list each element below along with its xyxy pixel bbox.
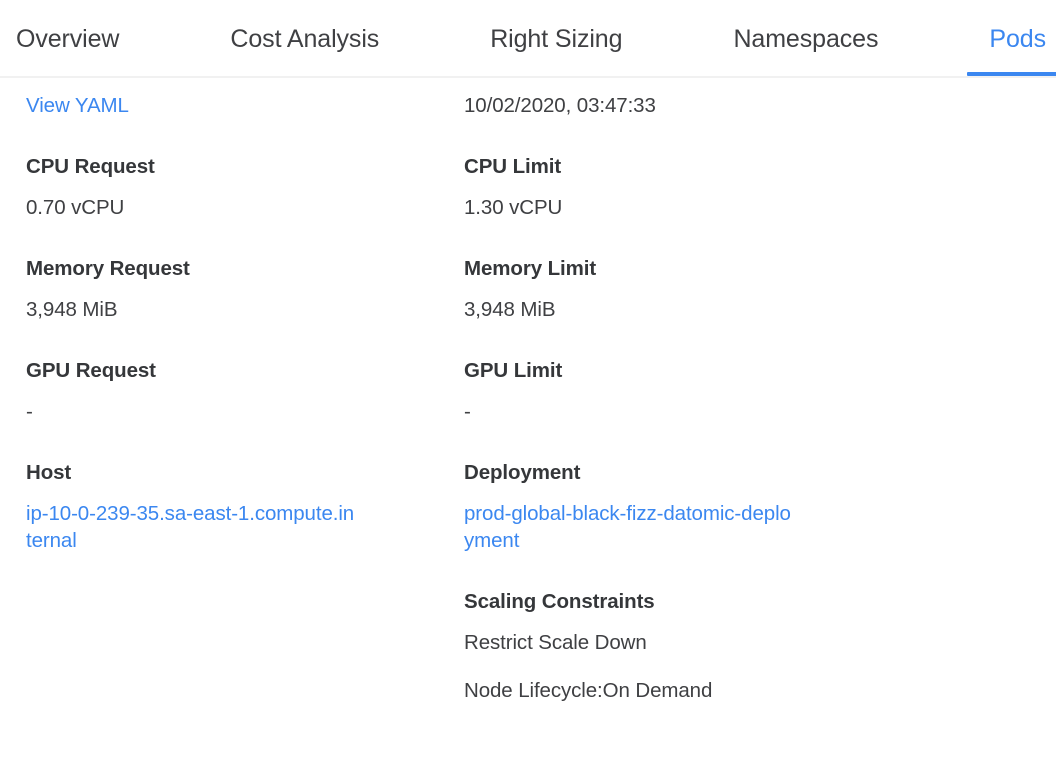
memory-limit-value: 3,948 MiB [464, 298, 556, 321]
scaling-constraints-label: Scaling Constraints [464, 590, 655, 613]
field-view-yaml: View YAML [26, 92, 454, 119]
deployment-label: Deployment [464, 461, 581, 484]
tab-list: Overview Cost Analysis Right Sizing Name… [0, 0, 1056, 78]
field-cpu-request: CPU Request 0.70 vCPU [26, 154, 454, 221]
tab-overview[interactable]: Overview [16, 0, 119, 78]
field-memory-request: Memory Request 3,948 MiB [26, 256, 454, 323]
top-spacer [464, 78, 892, 92]
tab-pods-label: Pods [989, 24, 1046, 53]
tab-bar: Overview Cost Analysis Right Sizing Name… [0, 0, 1056, 78]
tab-right-sizing-label: Right Sizing [490, 24, 623, 53]
detail-column-left: View YAML CPU Request 0.70 vCPU Memory R… [16, 78, 454, 704]
field-host: Host ip-10-0-239-35.sa-east-1.compute.in… [26, 460, 454, 554]
field-cpu-limit: CPU Limit 1.30 vCPU [464, 154, 892, 221]
detail-column-right: 10/02/2020, 03:47:33 CPU Limit 1.30 vCPU… [454, 78, 892, 704]
tab-active-underline [967, 72, 1056, 76]
cpu-request-label: CPU Request [26, 155, 155, 178]
cpu-request-value: 0.70 vCPU [26, 196, 125, 219]
memory-request-label: Memory Request [26, 257, 190, 280]
tab-namespaces-label: Namespaces [733, 24, 879, 53]
view-yaml-link[interactable]: View YAML [26, 94, 129, 117]
host-label: Host [26, 461, 72, 484]
scaling-constraint-item: Restrict Scale Down [464, 631, 647, 654]
tab-cost-analysis[interactable]: Cost Analysis [230, 0, 379, 78]
scaling-constraint-item: Node Lifecycle:On Demand [464, 679, 713, 702]
tab-overview-label: Overview [16, 24, 120, 53]
deployment-value-wrap: prod-global-black-fizz-datomic-deploymen… [464, 500, 892, 554]
field-memory-limit: Memory Limit 3,948 MiB [464, 256, 892, 323]
gpu-limit-label: GPU Limit [464, 359, 563, 382]
tab-bar-divider [0, 76, 1056, 78]
field-deployment: Deployment prod-global-black-fizz-datomi… [464, 460, 892, 554]
pod-detail-body: View YAML CPU Request 0.70 vCPU Memory R… [0, 78, 1056, 704]
top-spacer [26, 78, 454, 92]
timestamp-value: 10/02/2020, 03:47:33 [464, 94, 656, 117]
tab-cost-analysis-label: Cost Analysis [230, 24, 380, 53]
tab-right-sizing[interactable]: Right Sizing [490, 0, 622, 78]
gpu-request-value: - [26, 400, 33, 423]
gpu-request-label: GPU Request [26, 359, 156, 382]
host-link[interactable]: ip-10-0-239-35.sa-east-1.compute.interna… [26, 502, 355, 552]
cpu-limit-value: 1.30 vCPU [464, 196, 563, 219]
field-scaling-constraints: Scaling Constraints Restrict Scale Down … [464, 589, 892, 704]
tab-namespaces[interactable]: Namespaces [733, 0, 878, 78]
memory-limit-label: Memory Limit [464, 257, 597, 280]
tab-pods[interactable]: Pods [967, 0, 1056, 78]
deployment-link[interactable]: prod-global-black-fizz-datomic-deploymen… [464, 502, 791, 552]
field-gpu-request: GPU Request - [26, 358, 454, 425]
memory-request-value: 3,948 MiB [26, 298, 118, 321]
field-gpu-limit: GPU Limit - [464, 358, 892, 425]
cpu-limit-label: CPU Limit [464, 155, 562, 178]
gpu-limit-value: - [464, 400, 471, 423]
field-timestamp: 10/02/2020, 03:47:33 [464, 92, 892, 119]
pod-detail-grid: View YAML CPU Request 0.70 vCPU Memory R… [16, 78, 916, 704]
host-value-wrap: ip-10-0-239-35.sa-east-1.compute.interna… [26, 500, 454, 554]
